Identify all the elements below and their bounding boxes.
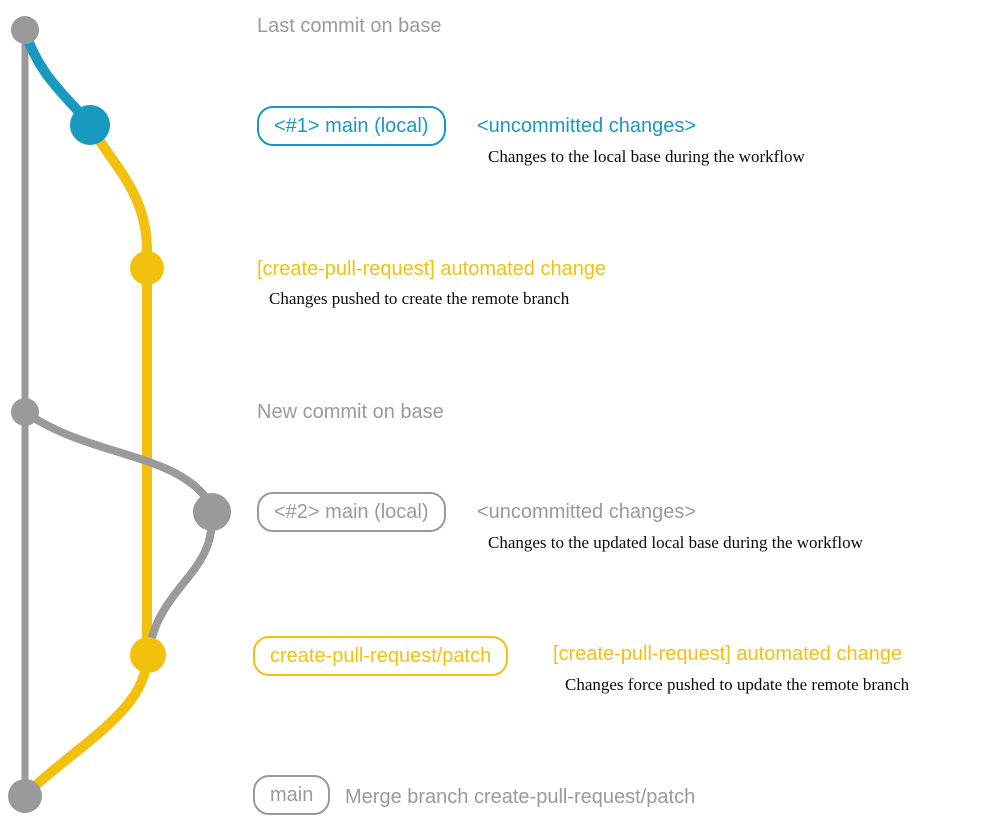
commit-dot-automated-1	[130, 251, 164, 285]
commit-title-automated-1: [create-pull-request] automated change	[257, 258, 607, 280]
local-to-remote-line	[145, 508, 216, 654]
branch-label-main-local-2: <#2> main (local)	[257, 492, 446, 532]
commit-title-automated-2: [create-pull-request] automated change	[553, 643, 903, 665]
branch-label-create-pull-request-patch: create-pull-request/patch	[253, 636, 509, 676]
branch-label-main: main	[253, 775, 331, 815]
description-uncommitted-2: Changes to the updated local base during…	[488, 533, 863, 552]
description-uncommitted-1: Changes to the local base during the wor…	[488, 147, 805, 166]
local-branch-line	[20, 27, 93, 127]
remote-branch-line	[23, 123, 152, 797]
commit-dot-new-base	[11, 398, 39, 426]
commit-message-merge: Merge branch create-pull-request/patch	[345, 786, 696, 808]
merge-base-into-local-line	[21, 408, 215, 509]
commit-dot-local-1	[70, 105, 110, 145]
commit-message-last-base: Last commit on base	[257, 15, 442, 37]
commit-title-uncommitted-2: <uncommitted changes>	[477, 501, 697, 523]
commit-title-uncommitted-1: <uncommitted changes>	[477, 115, 697, 137]
commit-dot-merge	[8, 779, 42, 813]
commit-message-new-base: New commit on base	[257, 401, 444, 423]
commit-dot-automated-2	[130, 637, 166, 673]
description-automated-2: Changes force pushed to update the remot…	[565, 675, 910, 694]
branch-label-main-local-1: <#1> main (local)	[257, 106, 446, 146]
commit-dot-last-base	[11, 16, 39, 44]
description-automated-1: Changes pushed to create the remote bran…	[269, 289, 570, 308]
commit-dot-local-2	[193, 493, 231, 531]
